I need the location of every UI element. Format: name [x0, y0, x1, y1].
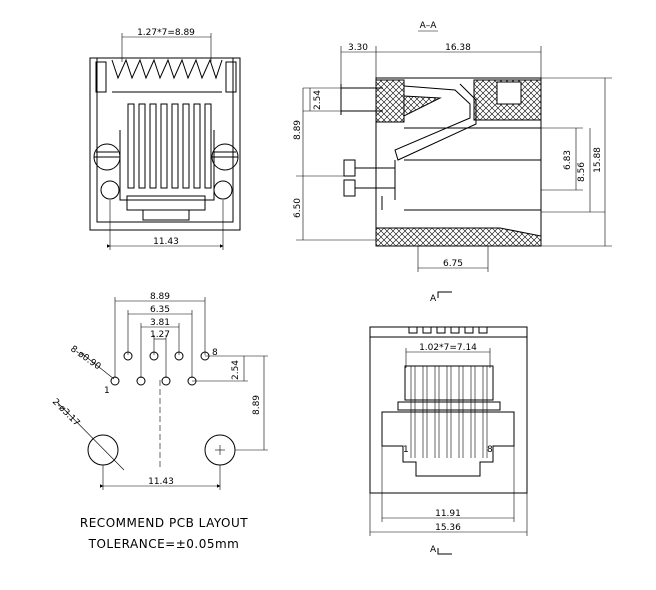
pcb-dim-row-offset: 2.54: [231, 360, 241, 380]
cut-mark-bottom: A: [430, 545, 437, 555]
dim-span-2: 1.27: [150, 330, 170, 340]
port-view: A A 1.02*7=7.14 1 8: [369, 291, 528, 555]
pcb-dim-mount-spacing: 11.43: [148, 477, 174, 487]
front-pitch-dim: 1.27*7=8.89: [137, 28, 195, 38]
front-view: 1.27*7=8.89 11.: [89, 28, 241, 250]
dim-length: 16.38: [445, 43, 471, 53]
pcb-layout-view: 8.89 6.35 3.81 1.27 1 8 8-ø0.90: [50, 292, 268, 490]
section-label: A–A: [420, 21, 438, 31]
dim-span-4: 3.81: [150, 318, 170, 328]
dim-post-height: 6.50: [293, 198, 303, 218]
dim-inner-height-a: 6.83: [563, 150, 573, 170]
pcb-pin-hole-callout: 8-ø0.90: [68, 344, 102, 372]
dim-outer-span: 8.89: [150, 292, 170, 302]
dim-span-6: 6.35: [150, 305, 170, 315]
dim-offset: 3.30: [348, 43, 368, 53]
port-pin-last: 8: [487, 445, 493, 455]
dim-total-height: 15.88: [593, 147, 603, 173]
dim-inner-height-b: 8.56: [577, 162, 587, 182]
dim-base-width: 6.75: [443, 259, 463, 269]
port-pitch-dim: 1.02*7=7.14: [419, 343, 477, 353]
cut-mark-top: A: [430, 294, 437, 304]
port-inner-width: 11.91: [435, 509, 461, 519]
pcb-mount-hole-callout: 2-ø3.17: [50, 397, 81, 428]
dim-contact-height: 8.89: [293, 120, 303, 140]
port-outer-width: 15.36: [435, 523, 461, 533]
front-width-dim: 11.43: [153, 237, 179, 247]
port-pin-first: 1: [403, 445, 409, 455]
side-section-view: A–A 3.30 16.38: [293, 21, 612, 272]
pcb-pin-first: 1: [104, 386, 110, 396]
note-recommend-pcb: RECOMMEND PCB LAYOUT: [80, 516, 248, 530]
dim-pin-spacing: 2.54: [313, 90, 323, 110]
note-tolerance: TOLERANCE=±0.05mm: [88, 537, 240, 551]
pcb-pin-last: 8: [212, 348, 218, 358]
pcb-dim-mount-height: 8.89: [252, 395, 262, 415]
